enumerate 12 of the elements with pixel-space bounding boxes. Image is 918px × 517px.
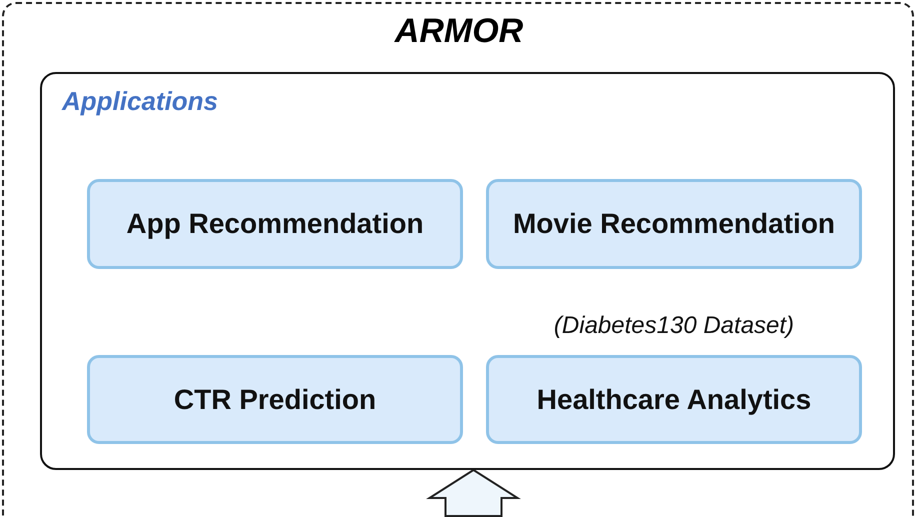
box-label: Movie Recommendation [512, 208, 836, 240]
diagram-title: ARMOR [393, 12, 524, 51]
box-label: App Recommendation [125, 208, 425, 240]
box-label: CTR Prediction [172, 384, 378, 416]
application-box [486, 179, 862, 269]
dataset-caption: (Diabetes130 Dataset) [552, 312, 796, 340]
box-label: Healthcare Analytics [536, 384, 812, 416]
application-box [87, 355, 463, 444]
panel-heading: Applications [62, 86, 218, 117]
group-panel [40, 72, 895, 470]
application-box [87, 179, 463, 269]
block-arrow [426, 468, 521, 517]
